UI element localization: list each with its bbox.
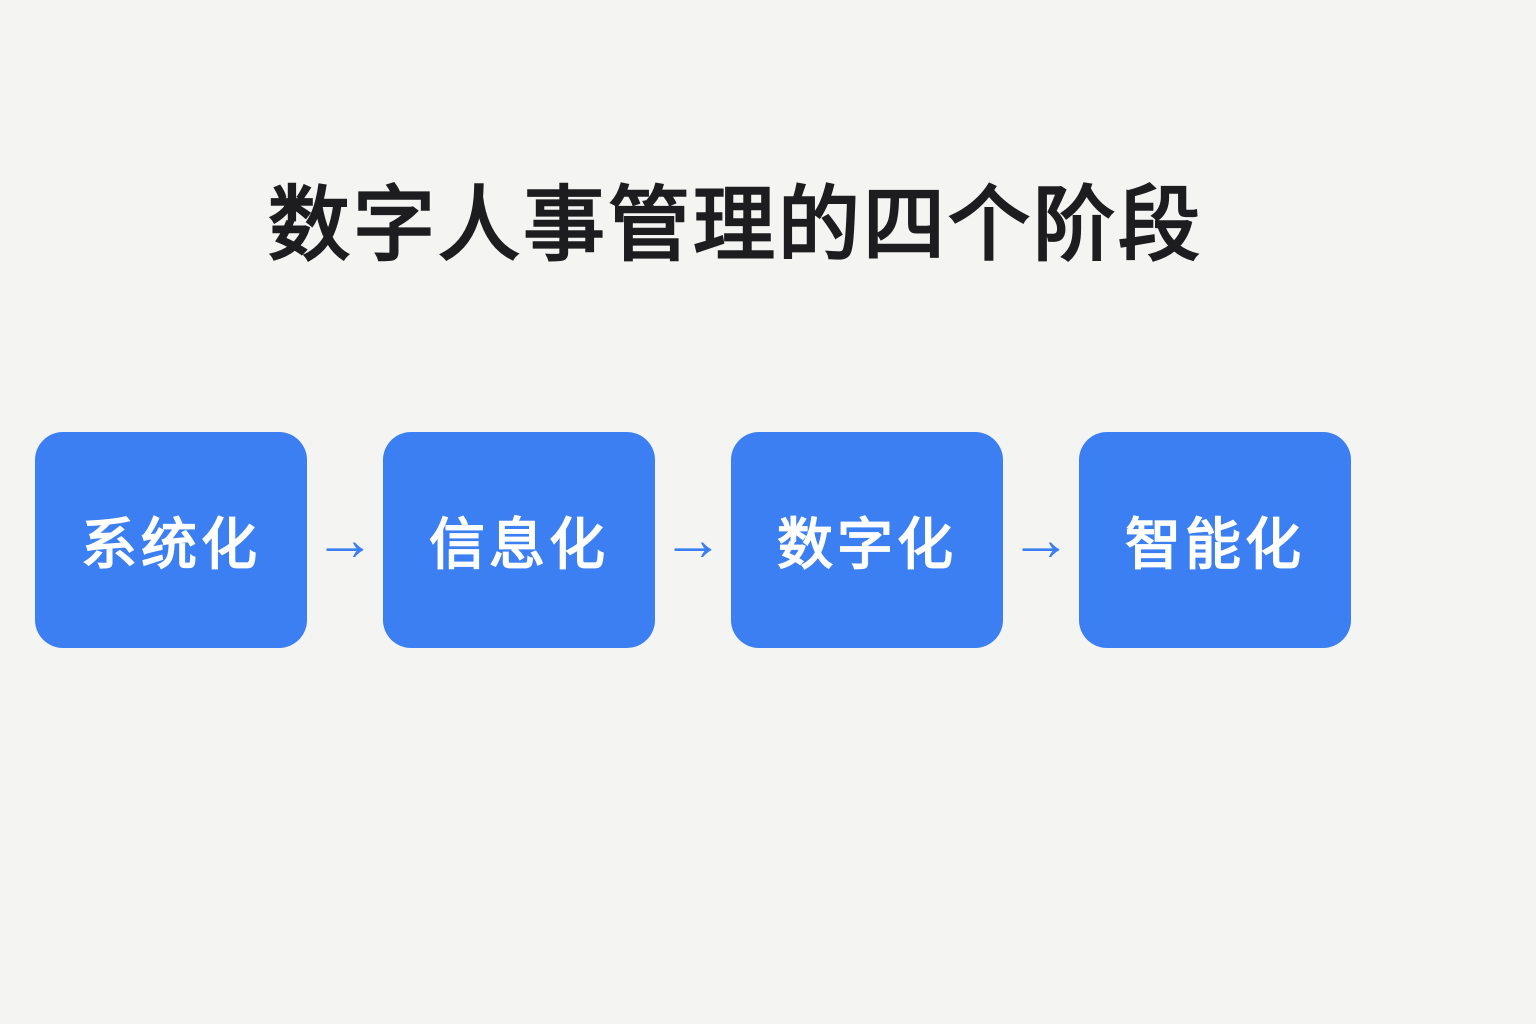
stage-box-systematization: 系统化 (35, 432, 307, 648)
arrow-right-icon: → (314, 505, 376, 574)
arrow-right-icon: → (1010, 505, 1072, 574)
diagram-title: 数字人事管理的四个阶段 (268, 180, 1204, 271)
stage-flow: 系统化 → 信息化 → 数字化 → 智能化 (35, 432, 1351, 648)
stage-box-digitalization: 数字化 (731, 432, 1003, 648)
arrow-right-icon: → (662, 505, 724, 574)
stage-box-intelligentization: 智能化 (1079, 432, 1351, 648)
stage-box-informatization: 信息化 (383, 432, 655, 648)
